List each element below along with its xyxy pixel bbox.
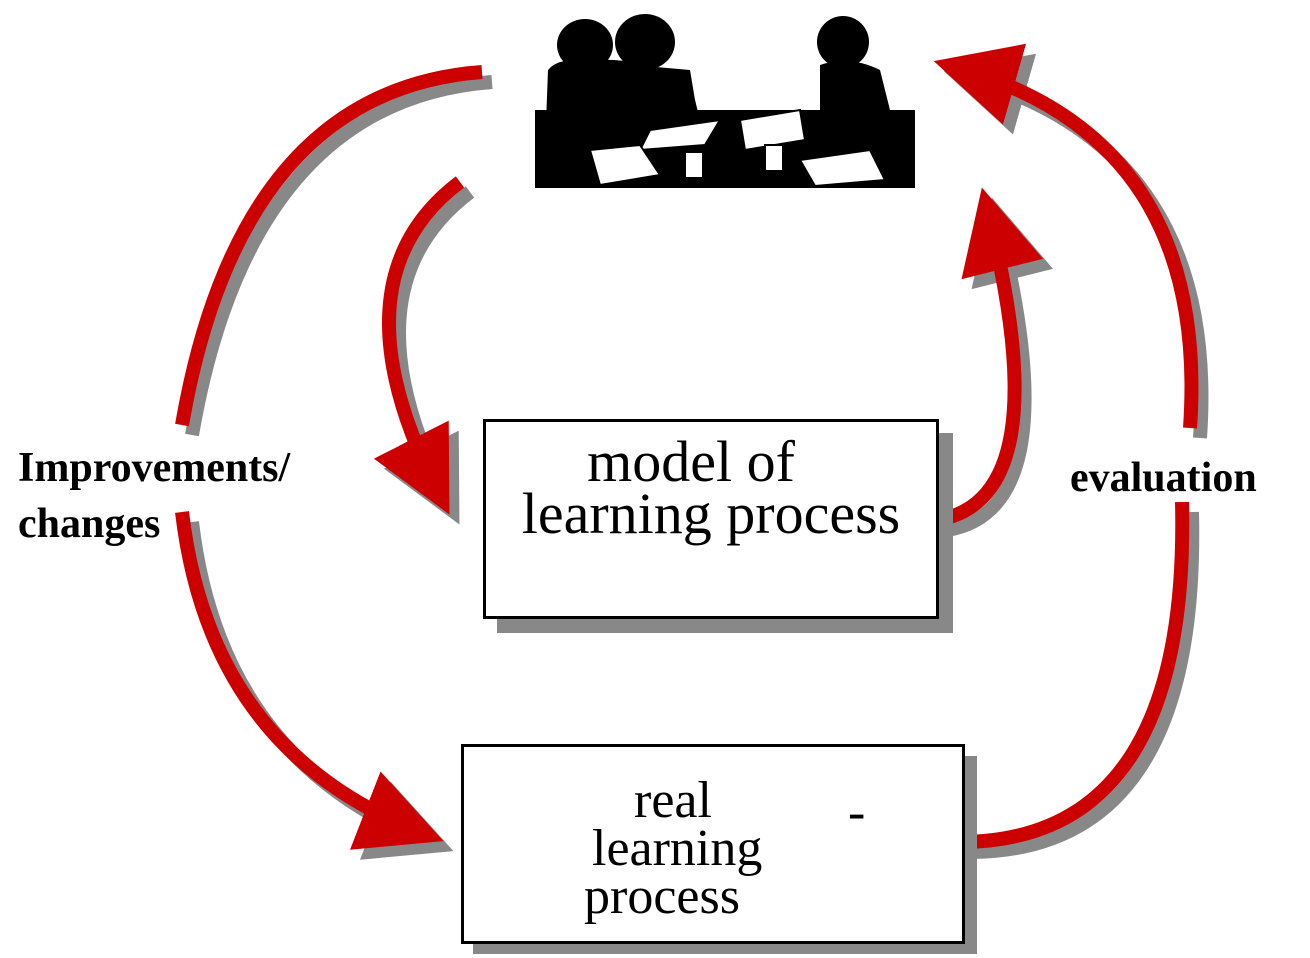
- outer-right-lower-arrow-shadow: [971, 511, 1200, 859]
- outer-left-lower-arrow-shadow: [185, 521, 454, 860]
- model-of-learning-process-box: model of learning process: [483, 419, 939, 619]
- inner-left-arrow: [373, 176, 465, 515]
- outer-left-arrow: [175, 65, 483, 427]
- meeting-illustration: [535, 14, 915, 188]
- outer-right-lower-arrow: [961, 501, 1190, 849]
- real-box-line-2: learning: [592, 820, 763, 877]
- evaluation-label: evaluation: [1070, 455, 1257, 501]
- model-box-line-2: learning process: [521, 481, 901, 546]
- outer-right-arrow: [933, 43, 1199, 429]
- real-box-dash-mark: -: [848, 784, 866, 841]
- real-box-line-3: process: [584, 868, 740, 925]
- left-label-line-1: Improvements/: [18, 445, 291, 491]
- real-box-line-1: real: [634, 772, 712, 829]
- outer-left-arrow-shadow: [185, 75, 493, 437]
- model-box-line-1: model of: [587, 429, 795, 494]
- real-learning-process-box: real learning process -: [461, 744, 965, 944]
- left-label-line-2: changes: [18, 501, 161, 547]
- improvements-changes-label: Improvements/ changes: [18, 440, 290, 552]
- outer-left-lower-arrow: [175, 511, 444, 850]
- arrows: [175, 43, 1199, 850]
- inner-right-arrow-shadow: [945, 197, 1053, 537]
- inner-right-arrow: [935, 187, 1043, 527]
